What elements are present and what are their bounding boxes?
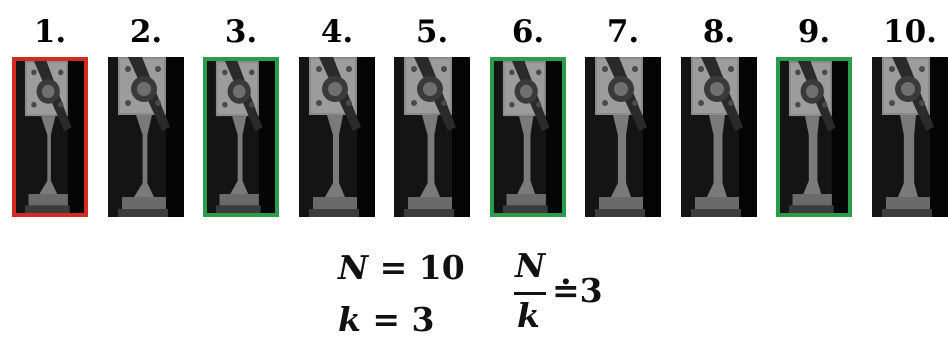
specimen-photo	[490, 57, 566, 217]
frame-5: 5.	[393, 0, 471, 341]
specimen-photo	[872, 57, 948, 217]
frame-number-label: 9.	[797, 14, 831, 50]
specimen-photo	[203, 57, 279, 217]
frame-9: 9.	[775, 0, 853, 341]
formula-k-variable: k	[338, 300, 361, 339]
formula-fraction-denominator: k	[517, 296, 540, 335]
specimen-photo	[108, 57, 184, 217]
frame-number-label: 8.	[702, 14, 736, 50]
frame-number-label: 2.	[129, 14, 163, 50]
specimen-photo	[681, 57, 757, 217]
specimen-photo	[299, 57, 375, 217]
frame-number-label: 5.	[415, 14, 449, 50]
frame-number-label: 7.	[606, 14, 640, 50]
frame-10: 10.	[871, 0, 948, 341]
formula-fraction-bar	[514, 292, 546, 295]
frame-2: 2.	[107, 0, 185, 341]
formula-n-value: = 10	[368, 248, 465, 287]
frame-number-label: 6.	[511, 14, 545, 50]
specimen-photo	[394, 57, 470, 217]
frame-4: 4.	[298, 0, 376, 341]
frame-7: 7.	[584, 0, 662, 341]
frame-number-label: 4.	[320, 14, 354, 50]
specimen-photo	[12, 57, 88, 217]
specimen-photo	[776, 57, 852, 217]
frame-number-label: 3.	[224, 14, 258, 50]
frame-3: 3.	[202, 0, 280, 341]
specimen-photo	[585, 57, 661, 217]
formula-n-equals: N = 10	[338, 248, 465, 287]
formula-k-value: = 3	[360, 300, 435, 339]
frame-6: 6.	[489, 0, 567, 341]
frame-number-label: 1.	[33, 14, 67, 50]
formula-approx-value: ≐3	[552, 271, 603, 310]
frame-8: 8.	[680, 0, 758, 341]
frame-1: 1.	[11, 0, 89, 341]
frame-number-label: 10.	[883, 14, 937, 50]
formula-fraction-numerator: N	[515, 246, 546, 285]
formula-n-variable: N	[338, 248, 369, 287]
formula-k-equals: k = 3	[338, 300, 434, 339]
